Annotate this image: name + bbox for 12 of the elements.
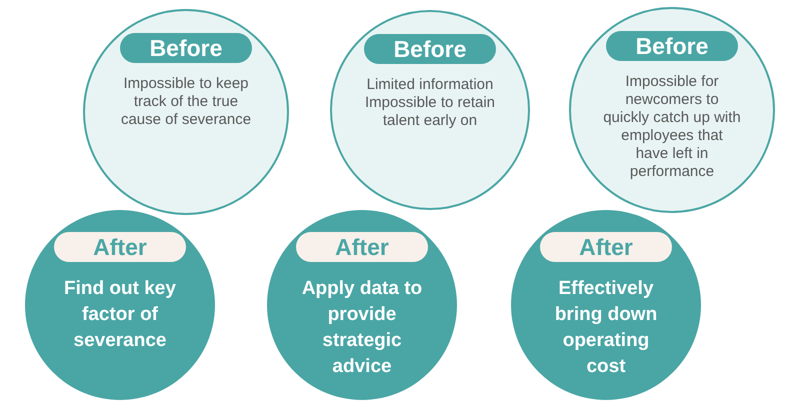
heading-pill: After [540, 232, 672, 262]
heading-pill: After [296, 232, 428, 262]
description-text: Effectively bring down operating cost [554, 277, 658, 379]
heading-pill: Before [120, 33, 252, 63]
heading-pill: Before [364, 34, 496, 64]
description-text: Limited information Impossible to retain talent early on [364, 76, 496, 130]
description-text: Apply data to provide strategic advice [300, 277, 424, 379]
heading-pill: After [54, 232, 186, 262]
description-text: Impossible for newcomers to quickly catch up with employees that have left in performance [603, 73, 741, 181]
description-text: Impossible to keep track of the true cause of severance [120, 75, 252, 129]
heading-pill: Before [606, 31, 738, 61]
description-text: Find out key factor of severance [63, 277, 177, 353]
